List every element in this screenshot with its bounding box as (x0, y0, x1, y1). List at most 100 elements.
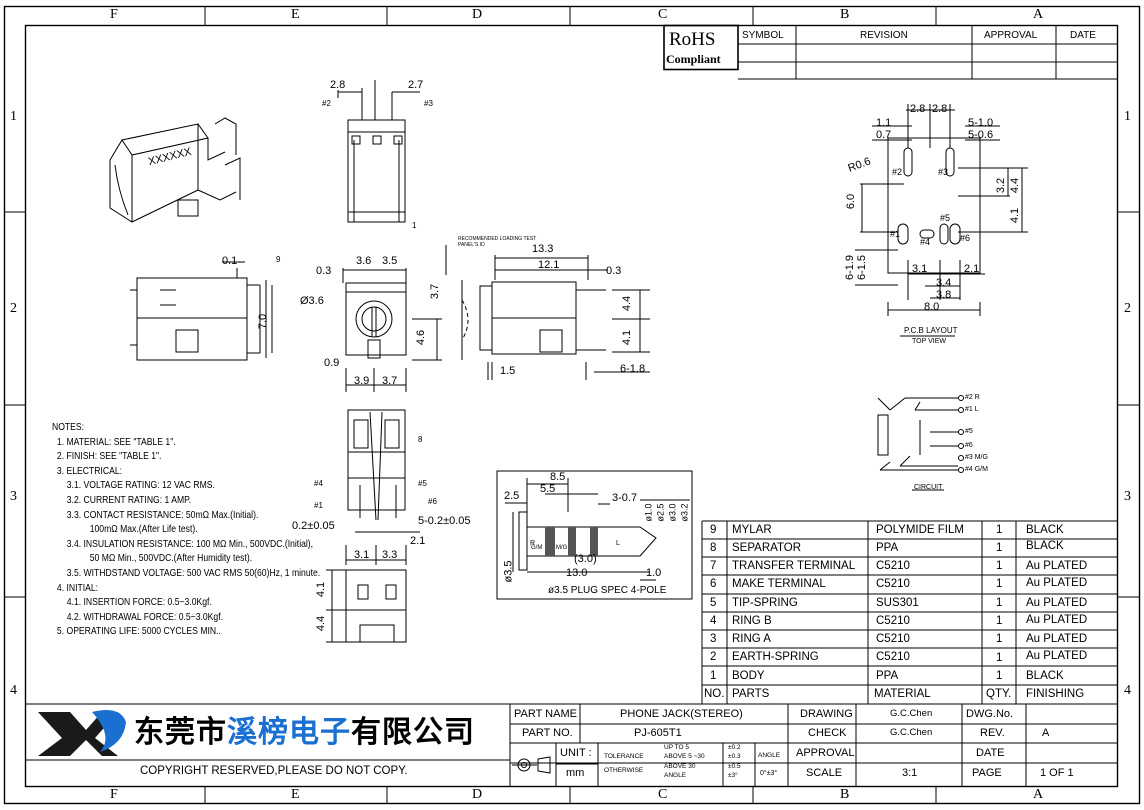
pin-label: #4 (920, 237, 931, 247)
note-line: 3.4. INSULATION RESISTANCE: 100 MΩ Min.,… (66, 537, 314, 550)
dim: 1.1 (876, 117, 892, 129)
dim: 13.0 (566, 567, 588, 579)
plug-contact: M/G (556, 545, 568, 551)
bom-finish: BLACK (1026, 540, 1064, 552)
circuit-label: #4 G/M (965, 466, 988, 473)
dim: 5-1.0 (968, 117, 994, 129)
note-line: 50 MΩ Min., 500VDC.(After Humidity test)… (89, 552, 253, 565)
rev-approval-header: APPROVAL (984, 30, 1038, 41)
note-line: 3.3. CONTACT RESISTANCE: 50mΩ Max.(Initi… (66, 508, 259, 521)
note-line: NOTES: (52, 421, 85, 433)
dim: 3.7 (429, 283, 442, 300)
dim: 3.9 (354, 375, 370, 387)
note-line: 100mΩ Max.(After Life test). (89, 523, 198, 536)
page-value: 1 OF 1 (1040, 767, 1074, 779)
bom-qty: 1 (996, 578, 1003, 590)
circuit-label: #5 (965, 428, 973, 435)
bom-qty: 1 (996, 524, 1003, 536)
pin-label: #1 (314, 501, 323, 510)
bom-finish: Au PLATED (1026, 650, 1088, 662)
dim: 4.6 (415, 329, 428, 346)
plug-contact: R (530, 540, 536, 547)
bom-material: C5210 (876, 651, 910, 663)
otherwise-label: OTHERWISE (604, 767, 644, 774)
bom-finish: Au PLATED (1026, 597, 1088, 609)
dim: 3.8 (936, 289, 952, 301)
bom-part: TRANSFER TERMINAL (732, 560, 856, 572)
balloon: 1 (412, 221, 417, 230)
circuit-label: #6 (965, 442, 973, 449)
dim: 0.3 (316, 265, 332, 277)
bom-header-finish: FINISHING (1026, 688, 1085, 700)
bom-qty: 1 (996, 633, 1003, 645)
circuit-title: CIRCUIT (914, 484, 943, 491)
row-label: 1 (10, 109, 17, 124)
dim: 3-0.7 (612, 492, 638, 504)
pin-label: #2 (892, 167, 903, 177)
bom-material: C5210 (876, 633, 910, 645)
dim: 2.5 (504, 490, 520, 502)
dim: 1.0 (646, 567, 662, 579)
col-label: F (110, 7, 118, 22)
dim: 4.1 (621, 329, 634, 346)
note-line: 3.5. WITHDSTAND VOLTAGE: 500 VAC RMS 50(… (66, 566, 321, 579)
rev-symbol-header: SYMBOL (742, 30, 784, 41)
note-line: 5. OPERATING LIFE: 5000 CYCLES MIN.. (56, 625, 221, 638)
dim: 5-0.2±0.05 (418, 515, 471, 527)
dim: 3.1 (912, 263, 928, 275)
dim: 2.7 (408, 79, 424, 91)
row-label: 3 (10, 489, 17, 504)
col-label: A (1033, 7, 1044, 22)
bom-finish: BLACK (1026, 670, 1064, 682)
tol-angle-label: ANGLE (664, 772, 687, 779)
row-label: 1 (1124, 109, 1131, 124)
pin-label: #3 (938, 167, 949, 177)
unit-label: UNIT : (560, 747, 592, 759)
part-name-value: PHONE JACK(STEREO) (620, 708, 743, 720)
row-label: 2 (1124, 301, 1131, 316)
dim: 2.8 (932, 103, 948, 115)
company-name-part: 东莞市 (134, 715, 227, 750)
dim: ø3.5 (502, 560, 515, 583)
circuit-label: #2 R (965, 394, 980, 401)
tol-value: ±0.5 (728, 763, 741, 770)
dim: 4.4 (621, 295, 634, 312)
bom-no: 4 (710, 615, 717, 627)
bom-qty: 1 (996, 597, 1003, 609)
panel-note: RECOMMENDED LOADING TEST PANEL'S ID (458, 236, 537, 248)
dim: 0.7 (876, 129, 892, 141)
bom-qty: 1 (996, 670, 1003, 682)
balloon: 8 (418, 435, 423, 444)
plug-caption: ø3.5 PLUG SPEC 4-POLE (548, 585, 667, 596)
bom-qty: 1 (996, 652, 1003, 664)
dim: 3.4 (936, 277, 952, 289)
dim: 3.5 (382, 255, 398, 267)
plug-contact: L (616, 540, 620, 547)
bom-no: 3 (710, 633, 717, 645)
date-label: DATE (976, 747, 1005, 759)
dim: ø3.2 (679, 503, 690, 522)
dim: 0.2±0.05 (292, 520, 335, 532)
check-value: G.C.Chen (890, 727, 933, 738)
note-line: 4. INITIAL: (56, 581, 99, 594)
bom-qty: 1 (996, 542, 1003, 554)
dim: 6-1.9 (844, 254, 857, 281)
dwg-no-label: DWG.No. (966, 708, 1014, 720)
dim: 0.3 (606, 265, 622, 277)
tol-range: ABOVE 30 (664, 763, 696, 770)
dim: 2.1 (964, 263, 980, 275)
dim: 4.1 (1009, 207, 1022, 224)
pin-label: #5 (940, 213, 951, 223)
dim: 0.1 (222, 255, 238, 267)
dim: 5.5 (540, 483, 556, 495)
rev-label: REV. (980, 727, 1005, 739)
row-label: 4 (1124, 683, 1131, 698)
dim: ø3.0 (667, 503, 678, 522)
pcb-title: P.C.B LAYOUT (904, 326, 958, 335)
scale-value: 3:1 (902, 767, 918, 779)
bom-part: SEPARATOR (732, 542, 802, 554)
part-no-value: PJ-605T1 (634, 727, 682, 739)
bom-material: SUS301 (876, 597, 919, 609)
bom-part: RING A (732, 633, 771, 645)
col-label: D (472, 787, 483, 802)
